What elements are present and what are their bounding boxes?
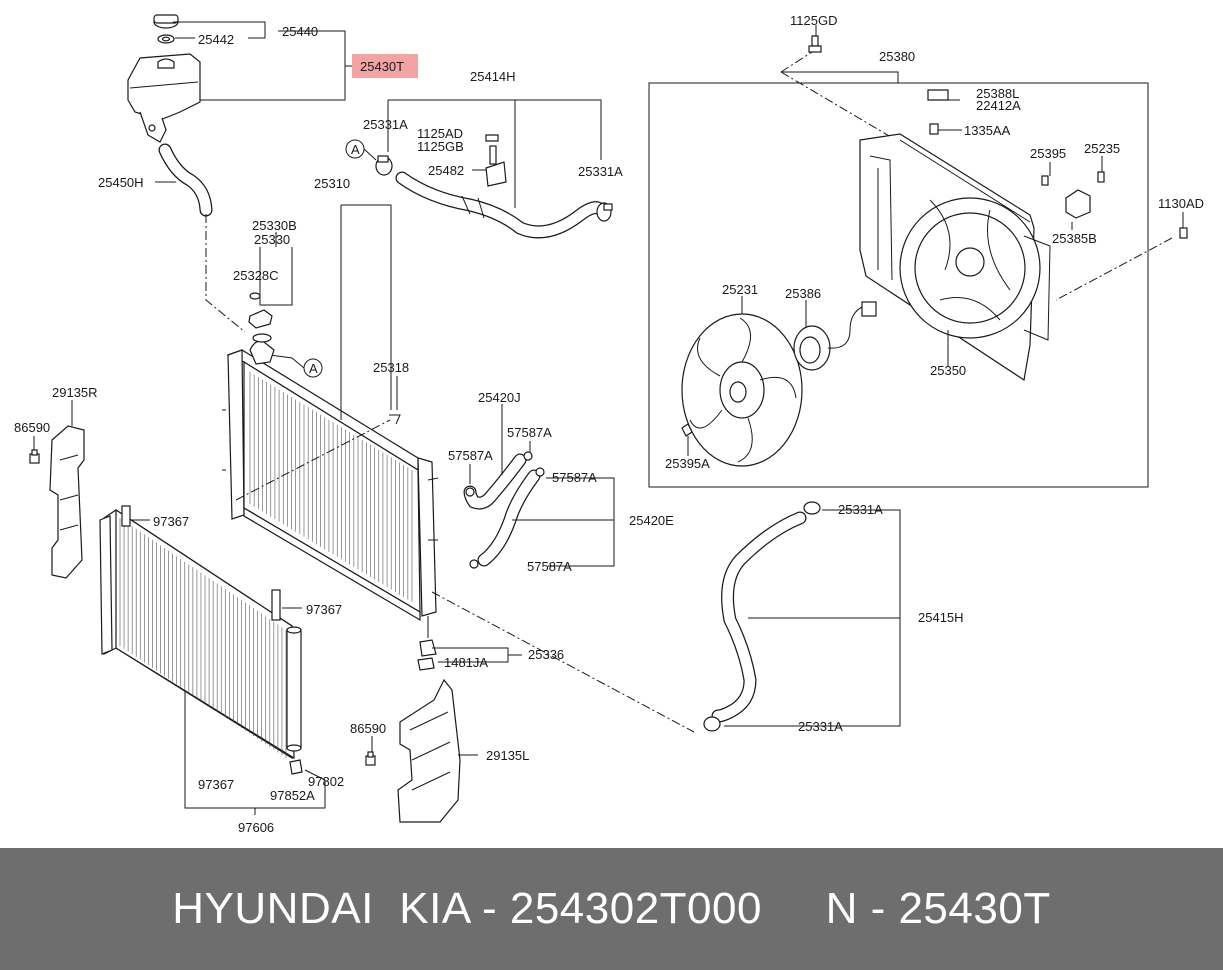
- part-label-25420J: 25420J: [478, 390, 521, 405]
- part-label-25450H: 25450H: [98, 175, 144, 190]
- reservoir-hose[interactable]: [158, 143, 213, 217]
- part-label-97367-middle: 97367: [306, 602, 342, 617]
- part-label-25395: 25395: [1030, 146, 1066, 161]
- bolt-86590-upper[interactable]: [29, 449, 40, 464]
- part-label-97802: 97802: [308, 774, 344, 789]
- part-label-25331A-lower-top: 25331A: [838, 502, 883, 517]
- label-plate-25388L[interactable]: [927, 89, 949, 101]
- part-label-25395A: 25395A: [665, 456, 710, 471]
- hose-clamp-lower-bottom[interactable]: [703, 716, 721, 732]
- part-label-97367-upper: 97367: [153, 514, 189, 529]
- marker-a-upper: A: [351, 142, 360, 157]
- radiator-cap[interactable]: [248, 292, 273, 329]
- part-number-banner: HYUNDAI KIA - 254302T000 N - 25430T: [0, 848, 1223, 970]
- part-label-86590-lower: 86590: [350, 721, 386, 736]
- part-label-25420E: 25420E: [629, 513, 674, 528]
- fan-connector[interactable]: [1065, 189, 1091, 219]
- screw-25395A[interactable]: [681, 423, 693, 437]
- screw-25235[interactable]: [1097, 171, 1105, 183]
- fan-shroud[interactable]: [859, 133, 1051, 382]
- fan-blade[interactable]: [681, 313, 803, 467]
- part-label-1125GD: 1125GD: [790, 13, 837, 28]
- part-label-25388L: 25388L: [976, 86, 1019, 101]
- bolt-1130AD[interactable]: [1179, 227, 1188, 239]
- hose-clamp-lower-top[interactable]: [803, 501, 821, 515]
- part-label-25331A-lower-bottom: 25331A: [798, 719, 843, 734]
- part-label-57587A-right: 57587A: [552, 470, 597, 485]
- part-label-25386: 25386: [785, 286, 821, 301]
- part-label-57587A-upper-right: 57587A: [507, 425, 552, 440]
- part-label-1335AA: 1335AA: [964, 123, 1011, 138]
- upper-hose[interactable]: [395, 171, 605, 239]
- part-label-25318: 25318: [373, 360, 409, 375]
- part-label-25310: 25310: [314, 176, 350, 191]
- screw-25395[interactable]: [1041, 175, 1049, 186]
- hose-clamp-upper-left[interactable]: [375, 155, 393, 176]
- part-label-57587A-lower: 57587A: [527, 559, 572, 574]
- air-guard-right[interactable]: [49, 425, 85, 579]
- part-label-25350: 25350: [930, 363, 966, 378]
- part-label-1125AD: 1125AD: [417, 126, 463, 141]
- part-label-25440: 25440: [282, 24, 318, 39]
- part-label-25235: 25235: [1084, 141, 1120, 156]
- part-label-25430T: 25430T: [360, 59, 404, 74]
- part-label-97852A: 97852A: [270, 788, 315, 803]
- part-label-97367-lower: 97367: [198, 777, 234, 792]
- part-label-25330: 25330: [254, 232, 290, 247]
- banner-text: HYUNDAI KIA - 254302T000 N - 25430T: [172, 884, 1051, 933]
- part-label-25330B: 25330B: [252, 218, 297, 233]
- hose-bracket-25482[interactable]: [485, 134, 507, 187]
- part-label-1125GB: 1125GB: [417, 139, 464, 154]
- part-label-1130AD: 1130AD: [1158, 196, 1204, 211]
- part-label-25385B: 25385B: [1052, 231, 1097, 246]
- part-label-25442: 25442: [198, 32, 234, 47]
- bolt-86590-lower[interactable]: [365, 751, 376, 766]
- highlight-box: [352, 54, 418, 78]
- lower-hose[interactable]: [711, 511, 807, 723]
- radiator[interactable]: [222, 333, 439, 622]
- condenser[interactable]: [99, 505, 302, 760]
- part-label-25415H: 25415H: [918, 610, 964, 625]
- part-label-25380: 25380: [879, 49, 915, 64]
- part-label-29135R: 29135R: [52, 385, 98, 400]
- part-label-25231: 25231: [722, 282, 758, 297]
- part-label-97606: 97606: [238, 820, 274, 835]
- marker-a-lower: A: [309, 361, 318, 376]
- oil-cooler-hoses[interactable]: [463, 453, 541, 567]
- part-label-1481JA: 1481JA: [444, 655, 488, 670]
- part-label-25336: 25336: [528, 647, 564, 662]
- drain-plug[interactable]: [417, 639, 437, 671]
- hose-clamp-upper-right[interactable]: [596, 202, 613, 222]
- part-label-25331A-upper-right: 25331A: [578, 164, 623, 179]
- part-label-25414H: 25414H: [470, 69, 516, 84]
- drier-plug[interactable]: [289, 759, 303, 775]
- fan-motor[interactable]: [793, 301, 877, 371]
- part-label-25328C: 25328C: [233, 268, 279, 283]
- parts-diagram: 25440 25442 25430T 25414H 25331A 1125AD …: [14, 13, 1204, 835]
- clip-1335AA[interactable]: [929, 123, 939, 135]
- air-guard-left[interactable]: [397, 678, 461, 823]
- part-label-25482: 25482: [428, 163, 464, 178]
- reservoir-tank[interactable]: [127, 14, 201, 143]
- part-label-25331A-upper-left: 25331A: [363, 117, 408, 132]
- part-label-86590-upper: 86590: [14, 420, 50, 435]
- part-label-22412A: 22412A: [976, 98, 1021, 113]
- bolt-1125GD[interactable]: [808, 35, 822, 53]
- part-label-29135L: 29135L: [486, 748, 529, 763]
- part-label-57587A-upper-left: 57587A: [448, 448, 493, 463]
